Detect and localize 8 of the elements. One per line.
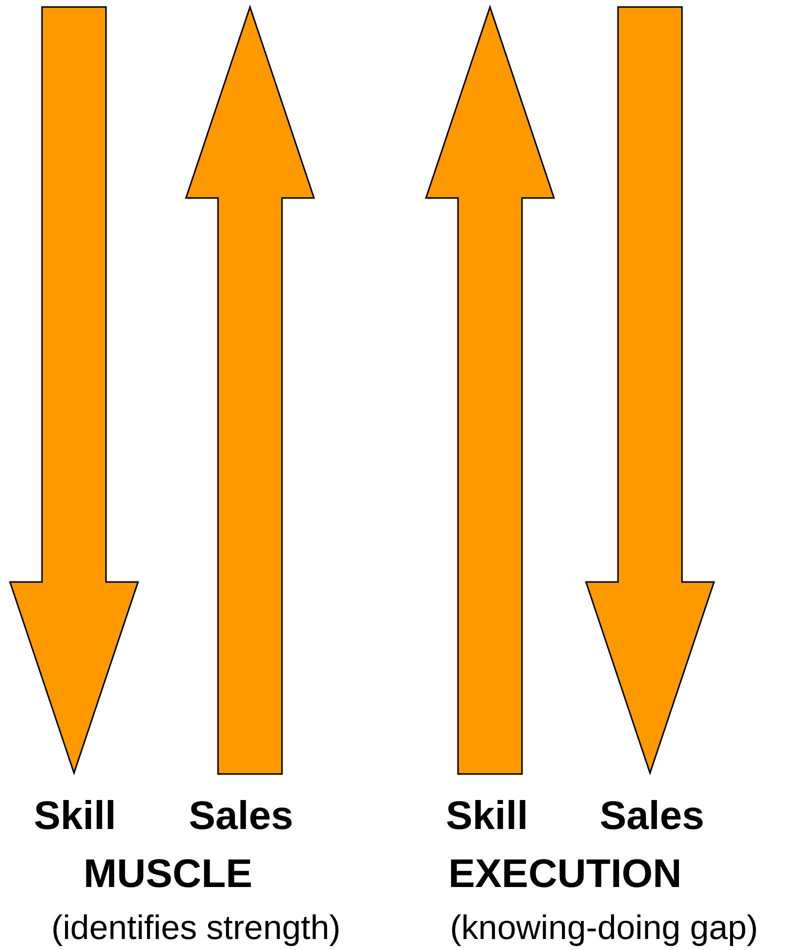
label-text: Sales (188, 796, 294, 836)
label-text: MUSCLE (84, 854, 252, 894)
label-text: EXECUTION (448, 854, 682, 894)
label-text: Sales (600, 796, 704, 836)
label-text: Skill (446, 796, 528, 836)
caption-text: (knowing-doing gap) (450, 911, 758, 945)
caption-text: (identifies strength) (51, 911, 341, 945)
label-text: Skill (34, 796, 116, 836)
